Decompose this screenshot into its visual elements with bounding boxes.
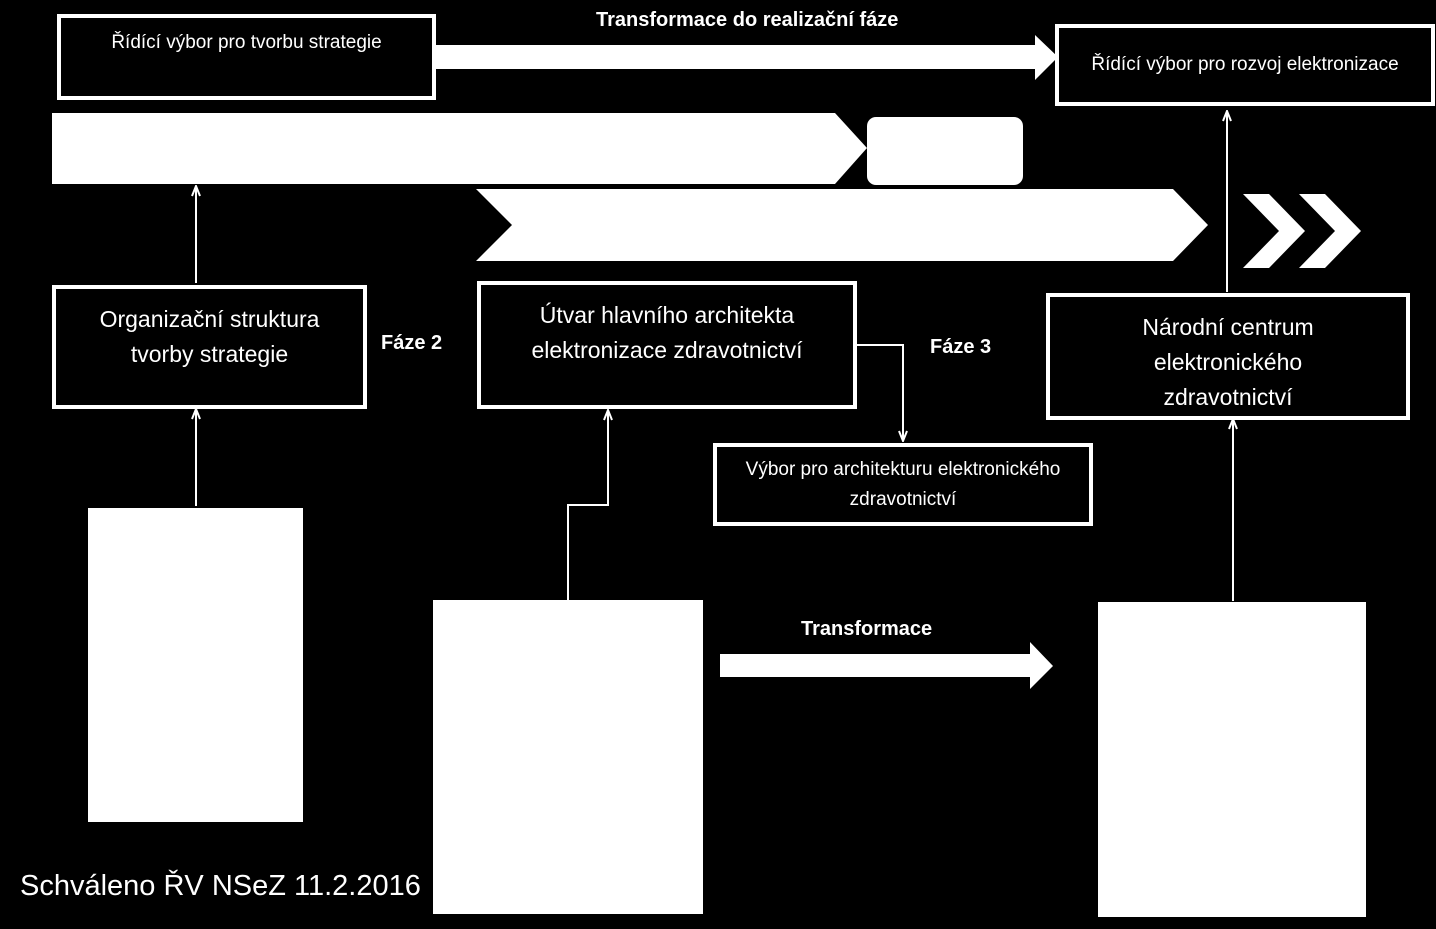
top-arrow-label: Transformace do realizační fáze (596, 9, 899, 31)
transformation-label: Transformace (801, 618, 933, 640)
transformation-arrow (720, 642, 1053, 689)
org-structure-label: Organizační struktura tvorby strategie (99, 306, 320, 367)
approval-note: Schváleno ŘV NSeZ 11.2.2016 (20, 870, 421, 902)
connector-block2-to-architect (567, 410, 608, 600)
national-center-box: Národní centrum elektronického zdravotni… (1046, 293, 1410, 420)
phase2-band (52, 113, 867, 184)
chief-architect-box: Útvar hlavního architekta elektronizace … (477, 281, 857, 409)
white-block-phase1 (88, 508, 303, 822)
steering-committee-development-label: Řídící výbor pro rozvoj elektronizace (1091, 54, 1399, 75)
phase3-label: Fáze 3 (930, 336, 992, 358)
architecture-committee-box: Výbor pro architekturu elektronického zd… (713, 443, 1093, 526)
phase3-band (476, 189, 1208, 261)
steering-committee-strategy-box: Řídící výbor pro tvorbu strategie (57, 14, 436, 100)
architecture-committee-label: Výbor pro architekturu elektronického zd… (745, 458, 1061, 510)
connector-architect-to-committee (856, 344, 903, 441)
white-block-phase3 (1098, 602, 1366, 917)
steering-committee-development-box: Řídící výbor pro rozvoj elektronizace (1055, 24, 1435, 106)
double-chevron-icon-2 (1299, 194, 1361, 268)
phase2-label: Fáze 2 (381, 332, 443, 354)
top-transformation-arrow (435, 35, 1058, 80)
double-chevron-icon (1243, 194, 1305, 268)
phase2-end-block (867, 117, 1023, 185)
steering-committee-strategy-label: Řídící výbor pro tvorbu strategie (111, 32, 382, 53)
national-center-label: Národní centrum elektronického zdravotni… (1142, 314, 1314, 410)
chief-architect-label: Útvar hlavního architekta elektronizace … (531, 302, 803, 363)
org-structure-box: Organizační struktura tvorby strategie (52, 285, 367, 409)
white-block-phase2 (433, 600, 703, 914)
